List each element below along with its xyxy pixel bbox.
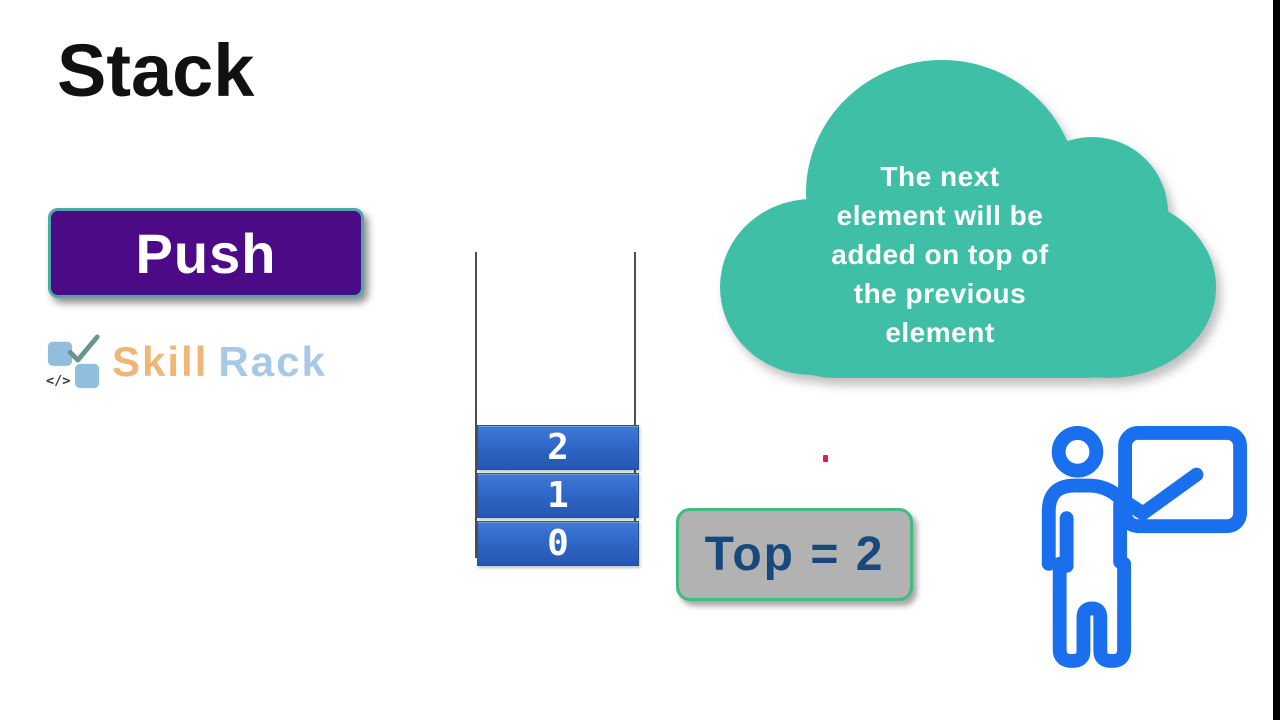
stack-cell-value: 2 [547, 427, 569, 468]
push-button[interactable]: Push [48, 208, 364, 298]
teacher-legs-icon [1052, 556, 1132, 668]
teacher-icon [1041, 426, 1248, 668]
top-indicator-label: Top = 2 [704, 528, 885, 581]
logo-text-rack: Rack [218, 338, 327, 385]
check-icon [67, 334, 100, 363]
stack-cells: 2 1 0 [477, 425, 639, 569]
stack-cell-middle: 1 [477, 473, 639, 518]
code-icon: </> [46, 373, 70, 389]
stack-cell-top: 2 [477, 425, 639, 470]
logo-text-skill: Skill [112, 338, 209, 385]
skillrack-logo-icon: </> [46, 334, 100, 389]
whiteboard-icon [1118, 426, 1248, 534]
stack-wall-right [634, 252, 636, 558]
pointer-stick-icon [1136, 467, 1204, 521]
cloud-text: The next element will be added on top of… [831, 161, 1049, 348]
stack-wall-left [475, 252, 477, 558]
video-edge-bar [1273, 0, 1280, 720]
stack-cell-bottom: 0 [477, 521, 639, 566]
push-button-label: Push [135, 221, 277, 285]
cloud-shape-icon [720, 60, 1216, 378]
red-marker-dot [823, 455, 828, 462]
logo-square-bottom-icon [75, 363, 100, 389]
teacher-torso-arm-icon [1041, 478, 1150, 571]
top-indicator: Top = 2 [676, 508, 913, 601]
logo-square-top-icon [47, 341, 73, 366]
teacher-head-icon [1051, 426, 1104, 478]
stack-cell-value: 0 [547, 523, 569, 564]
cloud-callout [710, 55, 1220, 385]
page-title: Stack [57, 29, 255, 112]
stack-cell-value: 1 [547, 475, 569, 516]
